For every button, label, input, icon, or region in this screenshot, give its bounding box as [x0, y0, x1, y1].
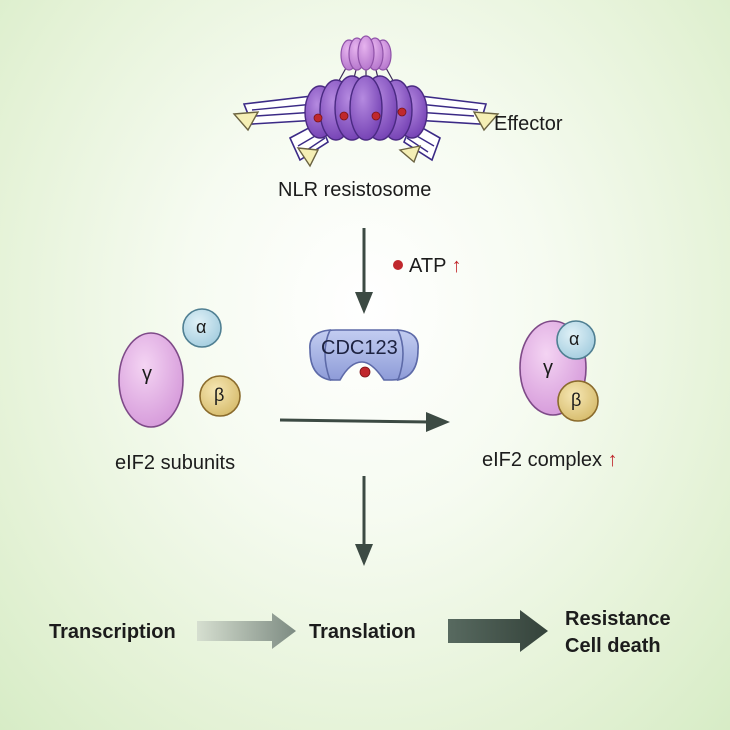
beta-right-label: β — [571, 390, 582, 410]
effector-icon — [232, 111, 500, 168]
cell-death-label: Cell death — [565, 635, 661, 657]
eif2-subunits-icon — [118, 308, 241, 428]
arrow-translation-to-outcome — [448, 610, 548, 652]
arrow-transcription-to-translation — [197, 613, 296, 649]
alpha-right-label: α — [569, 329, 580, 349]
transcription-label: Transcription — [49, 621, 176, 643]
cdc123-icon — [309, 329, 419, 382]
effector-label: Effector — [494, 113, 563, 135]
translation-label: Translation — [309, 621, 416, 643]
gamma-left-label: γ — [142, 363, 152, 385]
atp-dot-icon — [393, 260, 403, 270]
eif2-complex-label: eIF2 complex ↑ — [482, 449, 618, 471]
resistance-label: Resistance — [565, 608, 671, 630]
eif2-complex-icon — [519, 320, 599, 422]
gamma-right-label: γ — [543, 357, 553, 379]
resistosome-label: NLR resistosome — [278, 179, 432, 201]
atp-label: ATP ↑ — [409, 255, 462, 277]
atp-increase-arrow: ↑ — [451, 255, 462, 277]
cdc123-label: CDC123 — [321, 337, 398, 359]
arrow-subunits-to-complex — [279, 412, 450, 432]
arrow-to-translation — [355, 476, 373, 566]
nlr-resistosome-icon — [232, 35, 500, 168]
complex-increase-arrow: ↑ — [607, 449, 618, 471]
eif2-subunits-label: eIF2 subunits — [115, 452, 236, 474]
arrow-resistosome-to-cdc123 — [355, 228, 373, 314]
alpha-left-label: α — [196, 317, 207, 337]
beta-left-label: β — [214, 385, 225, 405]
